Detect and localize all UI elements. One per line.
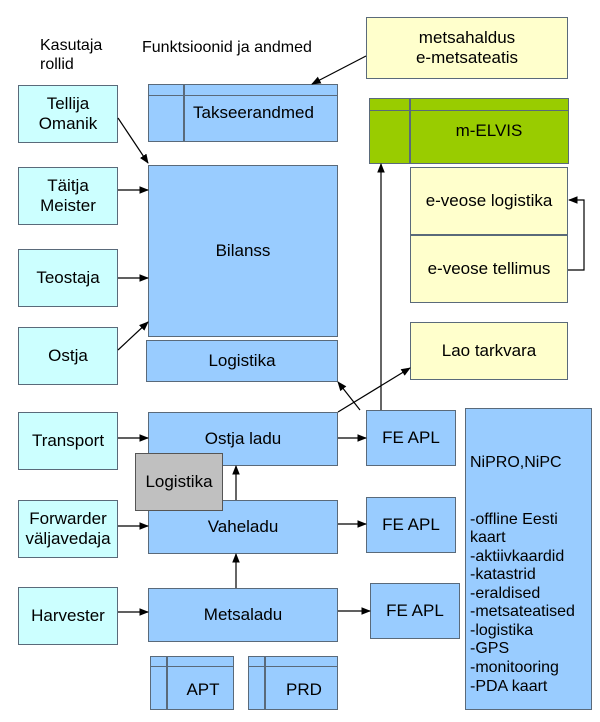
lao-tarkvara-box: Lao tarkvara — [410, 322, 568, 380]
nipro-panel: NiPRO,NiPC -offline Eesti kaart -aktiivk… — [465, 408, 592, 710]
metsahaldus-box: metsahaldus e-metsateatis — [366, 17, 568, 79]
role-harvester: Harvester — [18, 587, 118, 645]
apt-label: APT — [186, 680, 220, 700]
m-elvis-header-line — [369, 110, 569, 111]
fe-apl-top-box: FE APL — [366, 410, 456, 466]
fe-apl-bottom-box: FE APL — [370, 583, 460, 639]
nipro-feature-list: -offline Eesti kaart -aktiivkaardid -kat… — [470, 510, 575, 695]
fe-apl-middle-box: FE APL — [366, 497, 456, 553]
logistika-overlay-box: Logistika — [135, 453, 223, 511]
arrow-ostja-ladu-to-logistika — [337, 381, 361, 411]
takseerandmed-header-line — [148, 95, 338, 96]
functions-header: Funktsioonid ja andmed — [142, 39, 312, 56]
prd-label: PRD — [286, 680, 322, 700]
vaheladu-box: Vaheladu — [148, 500, 338, 554]
arrow-metsahaldus-to-takseerandmed — [311, 55, 367, 85]
role-tellija-omanik: Tellija Omanik — [18, 85, 118, 143]
roles-header: Kasutaja rollid — [40, 37, 103, 74]
arrow-ostja-ladu-to-lao-tarkvara — [337, 367, 411, 413]
takseerandmed-box: Takseerandmed — [148, 84, 338, 142]
takseerandmed-label: Takseerandmed — [193, 103, 314, 123]
apt-header-line — [150, 666, 234, 667]
logistika-box: Logistika — [146, 340, 338, 382]
arrow-ostja-to-bilanss — [117, 321, 149, 351]
takseerandmed-column-line — [183, 84, 185, 142]
role-forwarder: Forwarder väljavedaja — [18, 500, 118, 558]
role-ostja: Ostja — [18, 327, 118, 385]
prd-header-line — [248, 666, 338, 667]
role-transport: Transport — [18, 412, 118, 470]
nipro-title: NiPRO,NiPC — [470, 453, 562, 471]
metsaladu-box: Metsaladu — [148, 588, 338, 642]
e-veose-logistika-box: e-veose logistika — [410, 167, 568, 235]
prd-column-line — [264, 656, 266, 710]
arrow-e-veose-tellimus-to-logistika — [568, 196, 585, 271]
role-taitja-meister: Täitja Meister — [18, 167, 118, 225]
apt-column-line — [166, 656, 168, 710]
role-teostaja: Teostaja — [18, 249, 118, 307]
m-elvis-column-line — [409, 98, 411, 164]
m-elvis-box: m-ELVIS — [369, 98, 569, 164]
apt-box: APT — [150, 656, 234, 710]
bilanss-box: Bilanss — [148, 165, 338, 337]
arrow-tellija-to-bilanss — [117, 117, 149, 164]
e-veose-tellimus-box: e-veose tellimus — [410, 235, 568, 303]
prd-box: PRD — [248, 656, 338, 710]
m-elvis-label: m-ELVIS — [455, 121, 523, 141]
